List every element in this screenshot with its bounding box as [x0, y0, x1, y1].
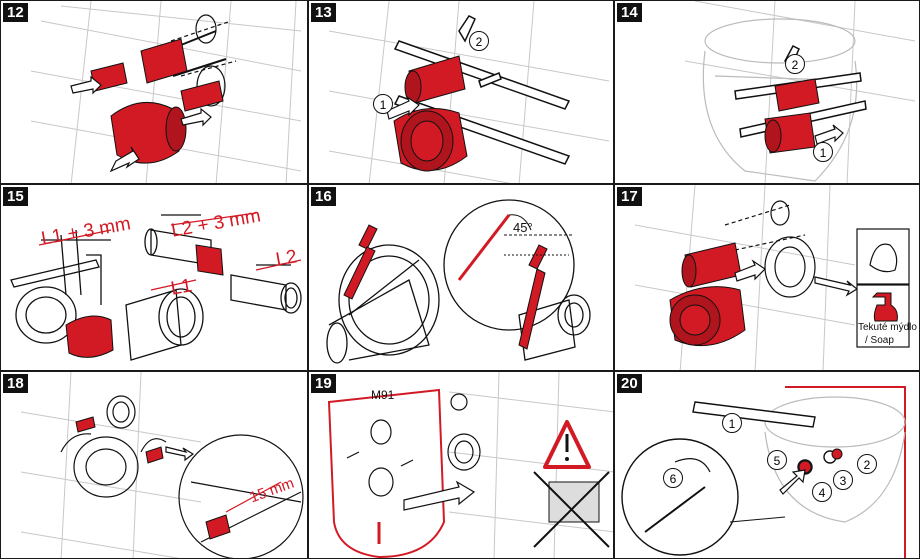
panel-12-illustration [30, 1, 302, 183]
panel-20-illustration [621, 386, 906, 558]
panel-number: 14 [617, 3, 642, 22]
panel-16-illustration [326, 199, 591, 364]
panel-13-illustration [328, 1, 610, 183]
panel-13: 13 2 1 [308, 0, 614, 184]
callout-1: 1 [722, 413, 742, 433]
dimension-l2: L2 [274, 246, 299, 271]
soap-label-czech: Tekuté mýdlo [858, 322, 917, 333]
panel-18: 18 15 mm [0, 371, 308, 559]
panel-number: 19 [311, 374, 336, 393]
callout-2: 2 [857, 454, 877, 474]
callout-2: 2 [469, 31, 489, 51]
callout-3: 3 [833, 470, 853, 490]
panel-16: 16 45° [308, 184, 614, 371]
panel-12: 12 [0, 0, 308, 184]
callout-5: 5 [767, 450, 787, 470]
panel-number: 17 [617, 187, 642, 206]
m91-label: M91 [371, 388, 395, 402]
panel-number: 15 [3, 187, 28, 206]
panel-15: 15 [0, 184, 308, 371]
callout-2: 2 [785, 54, 805, 74]
panel-20: 20 1 2 3 4 5 6 [614, 371, 920, 559]
panel-number: 16 [311, 187, 336, 206]
panel-number: 13 [311, 3, 336, 22]
panel-15-illustration [10, 212, 302, 361]
panel-14-illustration [684, 1, 916, 183]
callout-1: 1 [813, 142, 833, 162]
angle-label: 45° [513, 220, 533, 235]
panel-18-illustration [20, 372, 304, 558]
panel-19-illustration [327, 372, 613, 558]
panel-19: 19 M91 [308, 371, 614, 559]
callout-1: 1 [373, 94, 393, 114]
panel-17: 17 [614, 184, 920, 371]
panel-number: 20 [617, 374, 642, 393]
panel-number: 18 [3, 374, 28, 393]
panel-17-illustration [634, 185, 910, 370]
callout-6: 6 [663, 468, 683, 488]
callout-4: 4 [812, 482, 832, 502]
panel-14: 14 2 1 [614, 0, 920, 184]
panel-number: 12 [3, 3, 28, 22]
dimension-l1: L1 [169, 275, 194, 300]
soap-label-english: / Soap [865, 335, 894, 346]
